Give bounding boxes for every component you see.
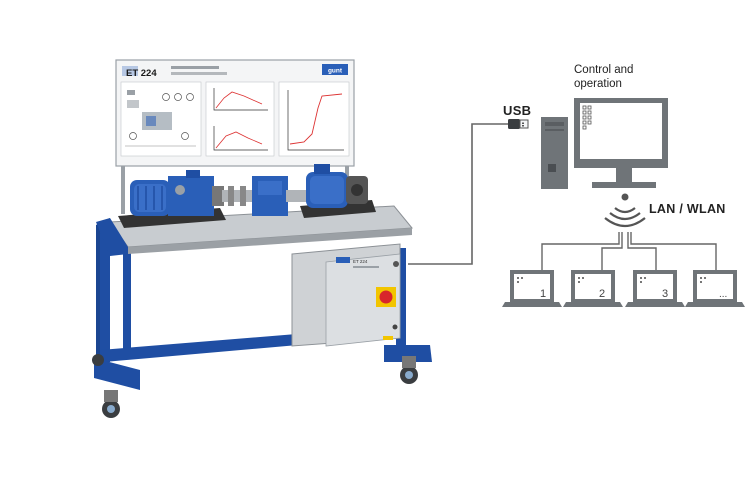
lan-wlan-label: LAN / WLAN [649, 202, 726, 216]
control-cabinet: ET 224 [291, 243, 401, 347]
control-and-operation-label: Control and operation [574, 63, 664, 91]
wifi-icon [604, 193, 646, 228]
control-label-line2: operation [574, 78, 622, 90]
gunt-logo: gunt [328, 68, 343, 75]
laptop-number: ... [719, 289, 727, 300]
usb-plug-icon [508, 119, 529, 129]
pc-tower-icon [541, 117, 568, 189]
laptop-icon: 3 [625, 270, 685, 307]
network-lines [541, 232, 717, 270]
laptop-icon: ... [685, 270, 745, 307]
laptop-icon: 1 [502, 270, 562, 307]
laptop-number: 1 [540, 288, 546, 300]
laptop-group: 1 2 3 ... [502, 270, 745, 307]
laptop-icon: 2 [563, 270, 623, 307]
usb-label: USB [503, 103, 532, 118]
monitor-icon [574, 98, 668, 188]
laptop-number: 2 [599, 288, 605, 300]
display-panel: ET 224 gunt [115, 59, 355, 167]
usb-cable [408, 123, 510, 265]
cabinet-plate: ET 224 [353, 259, 368, 264]
control-label-line1: Control and [574, 64, 634, 76]
laptop-number: 3 [662, 288, 668, 300]
drive-train [118, 164, 376, 228]
emergency-stop-icon [376, 287, 396, 307]
casters [92, 354, 418, 418]
panel-title: ET 224 [126, 68, 157, 79]
